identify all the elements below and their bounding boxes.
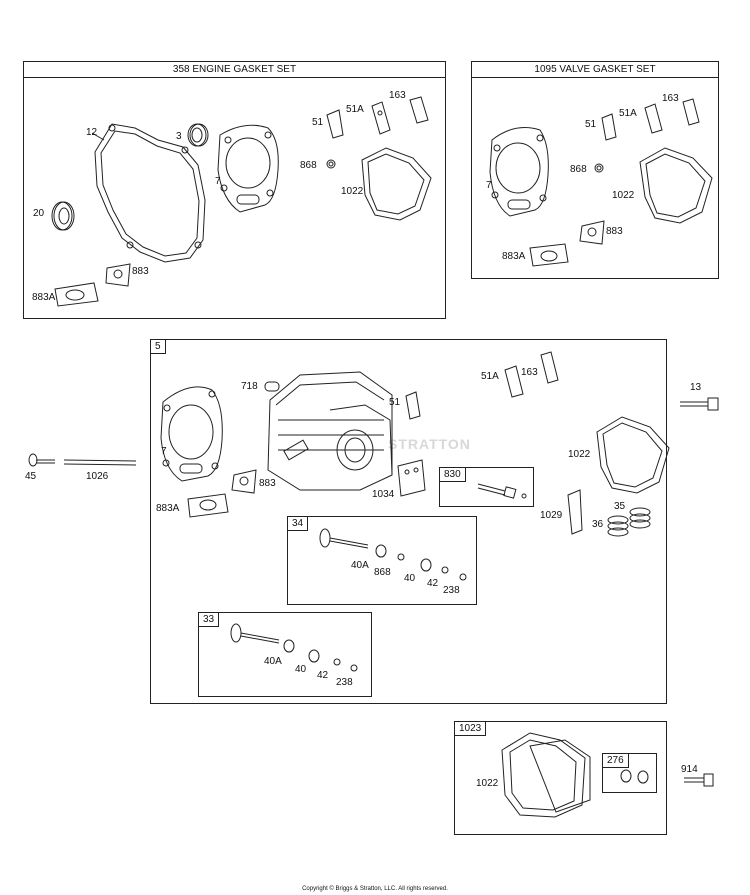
b34-label-868: 868 [374, 567, 391, 578]
vgs-head-gasket-icon [489, 127, 549, 217]
ch-label-36: 36 [592, 519, 604, 530]
label-51a: 51A [346, 104, 364, 115]
label-51: 51 [312, 117, 324, 128]
heat-shield-icon [397, 459, 426, 497]
intake-gasket-icon [105, 263, 131, 287]
label-914: 914 [681, 764, 698, 775]
vgs-label-868: 868 [570, 164, 587, 175]
box-830-tag: 830 [440, 468, 466, 482]
ch-label-163: 163 [521, 367, 538, 378]
ch-label-718: 718 [241, 381, 258, 392]
push-rod-icon [63, 459, 137, 466]
bolt-13-icon [680, 397, 719, 411]
b34-label-238: 238 [443, 585, 460, 596]
vgs-small-gaskets-icon [601, 98, 700, 141]
exhaust-gasket-icon [54, 282, 99, 307]
washer-276-icon [620, 769, 649, 784]
engine-gasket-set-panel: 358 ENGINE GASKET SET [23, 61, 446, 319]
vgs-label-163: 163 [662, 93, 679, 104]
label-883a: 883A [32, 292, 56, 303]
b33-label-238: 238 [336, 677, 353, 688]
box-276-tag: 276 [603, 754, 629, 768]
stud-830-icon [477, 483, 527, 499]
label-7: 7 [215, 176, 221, 187]
intake-valve-icon [230, 623, 358, 672]
box-276: 276 [602, 753, 657, 793]
ch-label-51a: 51A [481, 371, 499, 382]
vgs-label-883: 883 [606, 226, 623, 237]
ch-intake-gasket-icon [231, 469, 257, 494]
cylinder-head-tag: 5 [151, 340, 166, 354]
rocker-arm-icon [567, 489, 583, 535]
label-883: 883 [132, 266, 149, 277]
valve-spring-icon [607, 507, 651, 537]
label-20: 20 [33, 208, 45, 219]
ch-label-51: 51 [389, 397, 401, 408]
bolt-914-icon [684, 773, 714, 787]
tappet-icon [28, 453, 55, 467]
label-163: 163 [389, 90, 406, 101]
label-1022: 1022 [341, 186, 364, 197]
seal-20-icon [51, 201, 75, 231]
valve-gasket-set-title: 1095 VALVE GASKET SET [472, 62, 718, 78]
b33-label-40: 40 [295, 664, 307, 675]
vgs-exhaust-gasket-icon [529, 243, 569, 267]
brand-watermark: STRATTON [388, 436, 471, 452]
valve-cover-gasket-small-icon [326, 96, 429, 139]
nut-icon [326, 159, 336, 169]
ch-gasket-51-icon [405, 391, 421, 420]
label-1026: 1026 [86, 471, 109, 482]
ch-head-gasket-icon [160, 386, 223, 482]
vgs-label-51a: 51A [619, 108, 637, 119]
vgs-label-7: 7 [486, 180, 492, 191]
oil-seal-icon [187, 123, 209, 147]
b33-label-42: 42 [317, 670, 329, 681]
ch-label-7: 7 [161, 446, 167, 457]
copyright-notice: Copyright © Briggs & Stratton, LLC. All … [302, 886, 448, 892]
label-3: 3 [176, 131, 182, 142]
exhaust-valve-icon [319, 528, 467, 581]
ch-label-1022: 1022 [568, 449, 591, 460]
valve-cover-gasket-icon [361, 147, 432, 221]
ch-gasket-51a-163-icon [504, 351, 559, 398]
ch-label-883: 883 [259, 478, 276, 489]
ch-label-1029: 1029 [540, 510, 563, 521]
b34-label-42: 42 [427, 578, 439, 589]
box-33: 33 [198, 612, 372, 697]
label-13: 13 [690, 382, 702, 393]
ch-label-1034: 1034 [372, 489, 395, 500]
ch-label-35: 35 [614, 501, 626, 512]
b34-label-40: 40 [404, 573, 416, 584]
box-34: 34 [287, 516, 477, 605]
vgs-valve-cover-gasket-icon [639, 147, 713, 224]
label-12: 12 [86, 127, 98, 138]
vgs-label-1022: 1022 [612, 190, 635, 201]
box-34-tag: 34 [288, 517, 309, 531]
box-1023-tag: 1023 [455, 722, 487, 736]
crankcase-gasket-icon [91, 123, 206, 263]
label-868: 868 [300, 160, 317, 171]
ch-exhaust-gasket-icon [187, 493, 229, 518]
dowel-pin-icon [264, 381, 280, 392]
box-33-tag: 33 [199, 613, 220, 627]
ch-valve-cover-gasket-icon [596, 416, 670, 494]
vgs-intake-gasket-icon [579, 220, 605, 245]
label-45: 45 [25, 471, 37, 482]
b34-label-40a: 40A [351, 560, 369, 571]
vgs-nut-icon [594, 163, 604, 173]
engine-gasket-set-title: 358 ENGINE GASKET SET [24, 62, 445, 78]
cylinder-head-icon [267, 371, 393, 491]
rocker-cover-icon [501, 732, 591, 818]
vgs-label-51: 51 [585, 119, 597, 130]
box-830: 830 [439, 467, 534, 507]
vgs-label-883a: 883A [502, 251, 526, 262]
b1023-label-1022: 1022 [476, 778, 499, 789]
ch-label-883a: 883A [156, 503, 180, 514]
head-gasket-icon [217, 124, 279, 213]
b33-label-40a: 40A [264, 656, 282, 667]
